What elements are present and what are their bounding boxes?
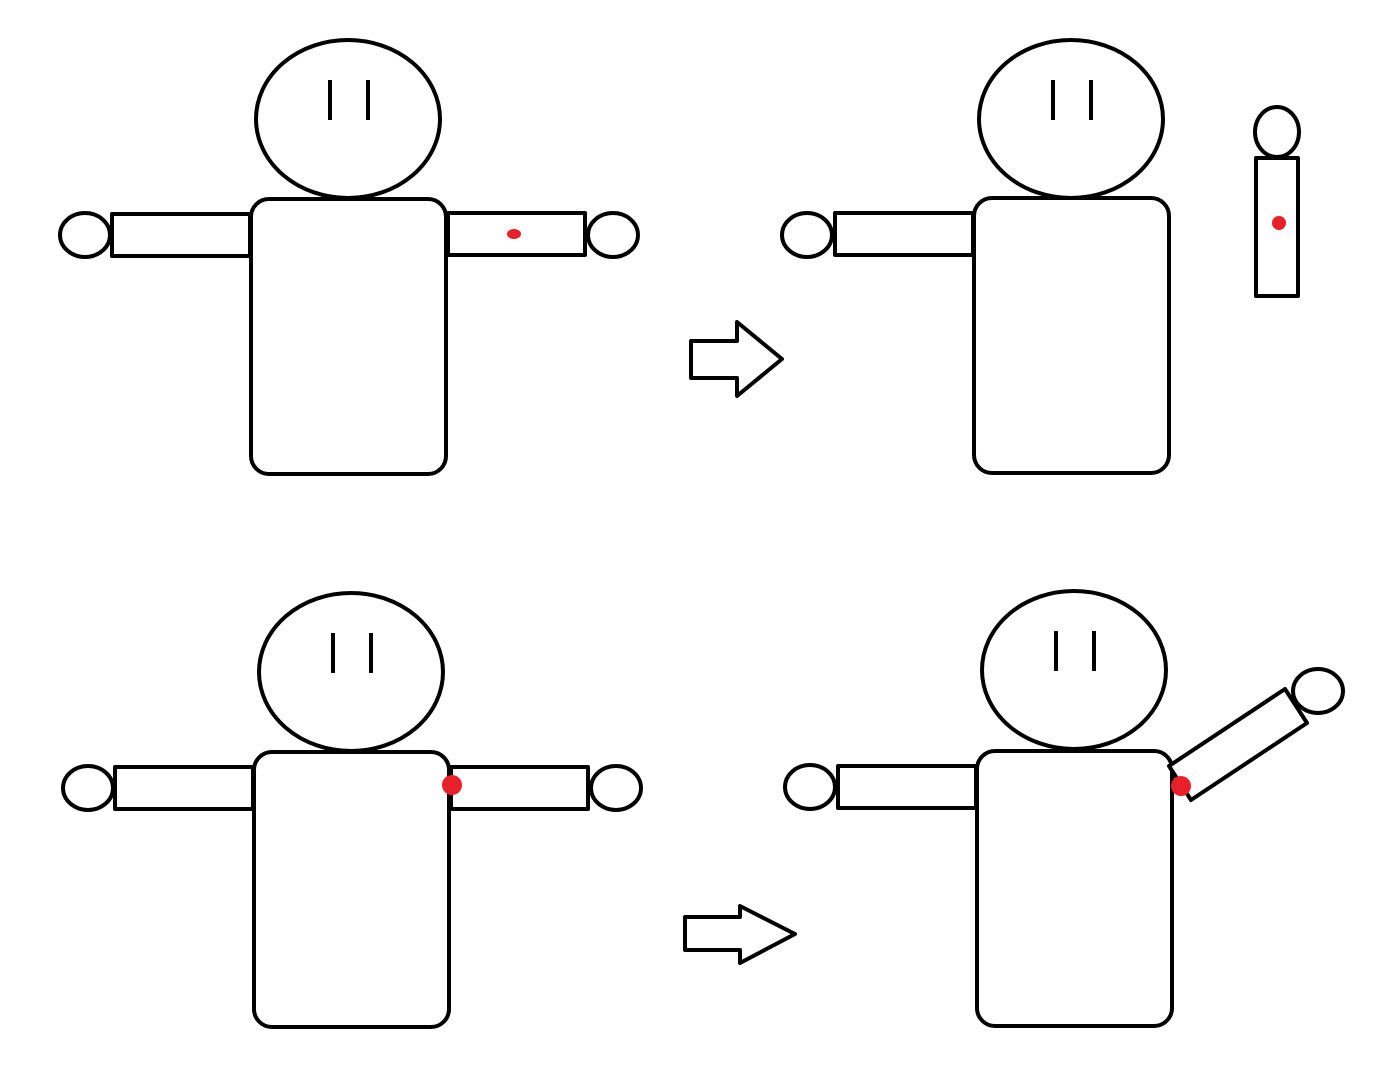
arrow-right-icon [683,904,797,965]
left-arm [110,212,252,258]
left-arm [113,765,255,811]
head [254,38,442,200]
figure-bottom-before [61,591,643,1029]
pivot-marker [1272,216,1286,230]
torso [975,749,1174,1028]
left-hand [780,211,834,259]
right-arm [449,765,590,811]
arrow-right-icon [689,320,784,398]
head [977,38,1165,200]
left-hand [58,211,112,259]
pivot-marker [507,229,521,239]
right-hand [586,211,640,259]
right-arm [446,211,587,257]
figure-top-before [58,38,640,476]
left-arm [836,764,978,810]
detached-arm [1253,105,1301,298]
figure-top-after [780,38,1171,475]
raised-right-hand [1291,667,1345,715]
left-arm [833,211,975,257]
detached-hand [1253,105,1301,159]
head [980,589,1168,751]
pivot-marker [442,775,462,795]
head [257,591,445,753]
torso [249,197,448,476]
pivot-marker [1171,776,1191,796]
left-hand [783,763,837,811]
figure-bottom-after [783,589,1345,1028]
torso [972,196,1171,475]
left-hand [61,764,115,812]
torso [252,750,451,1029]
right-hand [589,764,643,812]
